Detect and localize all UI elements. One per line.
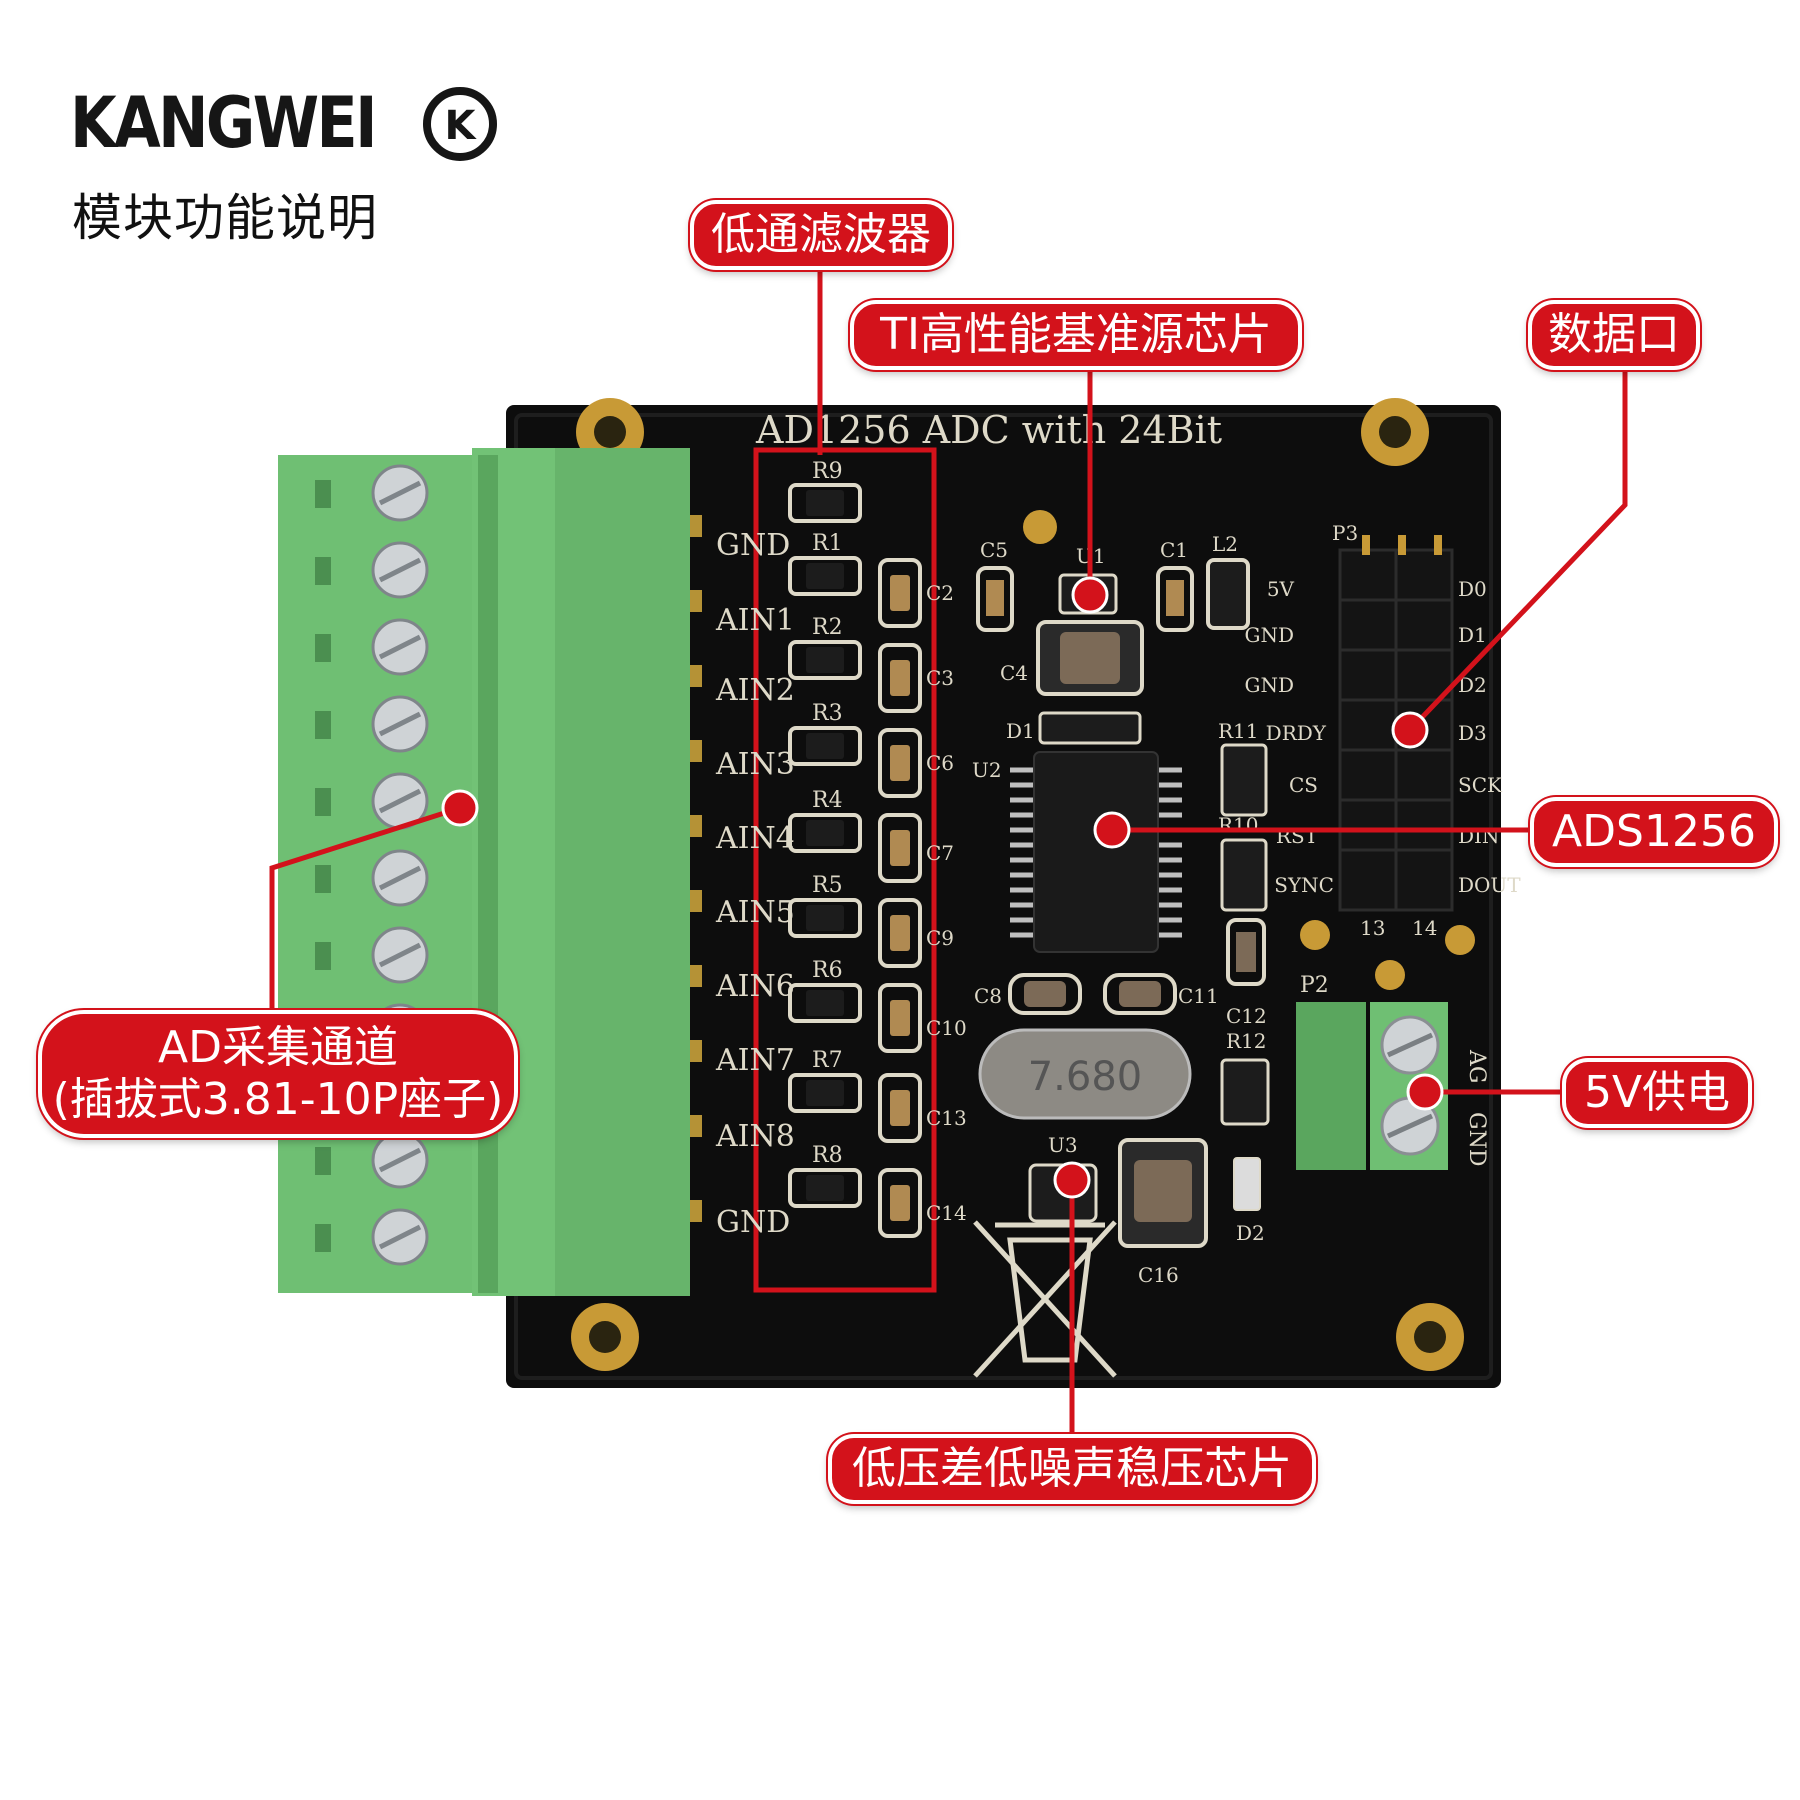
capacitor-label: C10 — [926, 1016, 967, 1040]
callout-low-pass-filter-text: 低通滤波器 — [711, 209, 931, 260]
callout-ad-channels-line2: (插拔式3.81-10P座子) — [52, 1074, 504, 1125]
part-label: U2 — [972, 758, 1002, 782]
callout-low-pass-filter: 低通滤波器 — [690, 200, 952, 270]
part-label: D1 — [1006, 719, 1035, 743]
pin-label: AIN1 — [715, 603, 795, 638]
weee-bin-icon — [973, 1220, 1117, 1378]
data-pin-right: D1 — [1458, 623, 1487, 647]
part-label: U3 — [1048, 1133, 1078, 1157]
filter-highlight-box — [753, 447, 937, 1293]
part-label: C12 — [1226, 1004, 1267, 1028]
part-label: C1 — [1160, 538, 1188, 562]
data-pin-left: GND — [1244, 623, 1294, 647]
part-label: C8 — [974, 984, 1002, 1008]
callout-dots — [441, 576, 1444, 1199]
data-pin-left: CS — [1289, 773, 1318, 797]
pin-label: AIN5 — [715, 895, 795, 930]
resistor-label: R5 — [812, 873, 843, 898]
part-label: C16 — [1138, 1263, 1179, 1287]
pin-label: AIN3 — [715, 747, 795, 782]
analog-terminal-block — [278, 448, 702, 1296]
capacitor-label: C14 — [926, 1201, 967, 1225]
part-label: 13 — [1360, 916, 1385, 940]
callout-reference-chip: TI高性能基准源芯片 — [850, 300, 1302, 370]
pin-label: GND — [716, 1205, 790, 1240]
data-pin-left: 5V — [1267, 577, 1295, 601]
data-pin-right: SCK — [1458, 773, 1503, 797]
logo-badge-icon: K — [423, 87, 497, 161]
ads1256-chip — [1010, 751, 1182, 953]
power-port-name: P2 — [1300, 973, 1329, 998]
resistor-label: R4 — [812, 788, 843, 813]
pin-label: AIN6 — [715, 969, 795, 1004]
callout-ldo-chip: 低压差低噪声稳压芯片 — [828, 1434, 1316, 1504]
callout-adc-chip: ADS1256 — [1530, 797, 1778, 867]
pin-label: AIN7 — [715, 1043, 795, 1078]
capacitor-label: C7 — [926, 841, 954, 865]
data-pin-left: DRDY — [1266, 721, 1327, 745]
pin-label: AIN8 — [715, 1119, 795, 1154]
part-label: L2 — [1212, 532, 1238, 556]
analog-pin-labels: GND AIN1 AIN2 AIN3 AIN4 AIN5 AIN6 AIN7 A… — [715, 528, 795, 1240]
callout-ldo-chip-text: 低压差低噪声稳压芯片 — [852, 1443, 1292, 1494]
resistor-label: R2 — [812, 615, 843, 640]
power-pin: AG — [1464, 1049, 1489, 1083]
resistor-label: R7 — [812, 1048, 843, 1073]
page-subtitle: 模块功能说明 — [72, 189, 378, 247]
part-label: 14 — [1412, 916, 1437, 940]
capacitor-label: C9 — [926, 926, 954, 950]
data-pin-right: D0 — [1458, 577, 1487, 601]
callout-power-supply: 5V供电 — [1562, 1058, 1752, 1128]
capacitor-label: C2 — [926, 581, 954, 605]
callout-leaders — [269, 258, 1628, 1440]
capacitor-array: C2 C3 C6 C7 C9 C10 C13 C14 — [878, 558, 967, 1238]
silkscreen-title: AD1256 ADC with 24Bit — [755, 408, 1222, 452]
resistor-label: R9 — [812, 459, 843, 484]
brand-logo: KANGWEI K — [70, 78, 500, 168]
data-pin-right: D3 — [1458, 721, 1487, 745]
callout-ad-channels-line1: AD采集通道 — [158, 1022, 398, 1074]
data-pin-left: GND — [1244, 673, 1294, 697]
pin-label: AIN2 — [715, 673, 795, 708]
part-label: C4 — [1000, 661, 1028, 685]
capacitor-label: C6 — [926, 751, 954, 775]
resistor-label: R8 — [812, 1143, 843, 1168]
crystal — [978, 1028, 1192, 1120]
callout-data-port: 数据口 — [1528, 300, 1700, 370]
callout-reference-chip-text: TI高性能基准源芯片 — [880, 309, 1272, 360]
power-pin: GND — [1464, 1112, 1489, 1166]
capacitor-label: C3 — [926, 666, 954, 690]
callout-power-supply-text: 5V供电 — [1583, 1067, 1731, 1118]
callout-adc-chip-text: ADS1256 — [1552, 806, 1756, 857]
part-label: R10 — [1218, 813, 1259, 837]
resistor-label: R3 — [812, 701, 843, 726]
upper-parts: C5 U1 C1 L2 C4 D1 R11 U2 R10 — [972, 510, 1259, 837]
data-pin-right: DOUT — [1458, 873, 1521, 897]
resistor-array: R9 R1 R2 R3 R4 R5 R6 R7 R8 — [788, 459, 862, 1208]
lower-parts: 7.680 C8 C11 C12 R12 U3 C16 D2 — [973, 918, 1270, 1378]
part-label: R11 — [1218, 719, 1259, 743]
pin-label: AIN4 — [715, 821, 795, 856]
resistor-label: R6 — [812, 958, 843, 983]
pin-label: GND — [716, 528, 790, 563]
data-pin-left: SYNC — [1274, 873, 1334, 897]
resistor-label: R1 — [812, 531, 843, 556]
capacitor-label: C13 — [926, 1106, 967, 1130]
callout-data-port-text: 数据口 — [1548, 309, 1680, 360]
crystal-marking: 7.680 — [1028, 1054, 1143, 1100]
logo-text: KANGWEI — [70, 82, 377, 164]
part-label: C11 — [1178, 984, 1219, 1008]
part-label: R12 — [1226, 1029, 1267, 1053]
callout-ad-channels: AD采集通道 (插拔式3.81-10P座子) — [38, 1010, 518, 1138]
part-label: D2 — [1236, 1221, 1265, 1245]
data-port-name: P3 — [1332, 521, 1358, 545]
logo-badge-text: K — [445, 103, 478, 149]
part-label: C5 — [980, 538, 1008, 562]
